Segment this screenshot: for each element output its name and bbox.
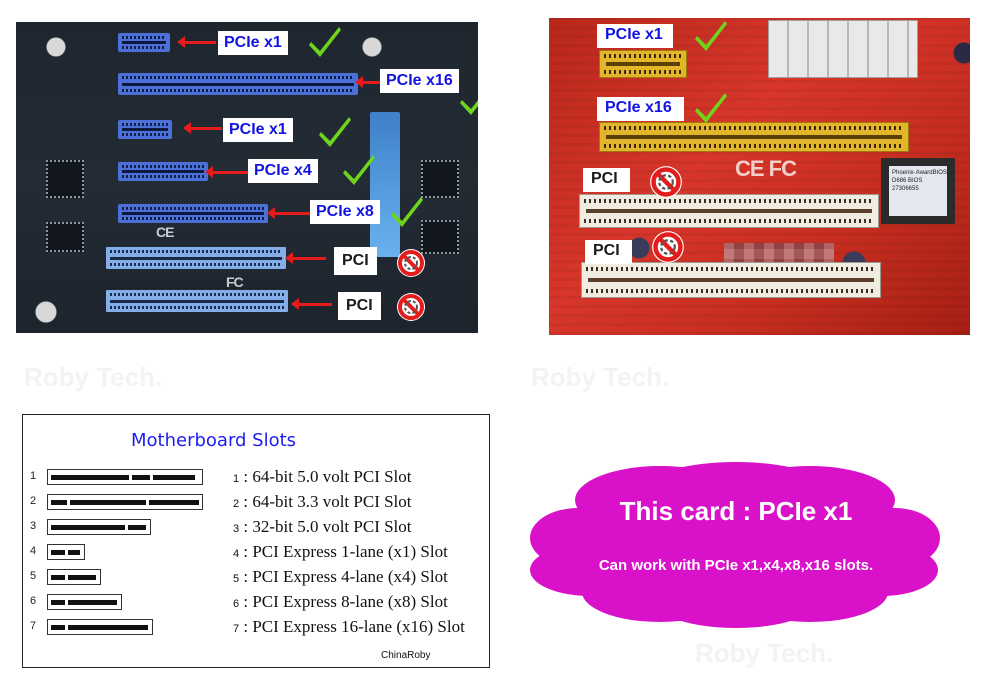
pcie-x4-slot: [118, 162, 208, 181]
slot-label: PCIe x4: [248, 159, 318, 183]
arrow-left-icon: [355, 76, 380, 88]
slot-label: PCIe x8: [310, 200, 380, 224]
watermark: Roby Tech.: [695, 638, 834, 668]
watermark: Roby Tech.: [24, 362, 163, 392]
arrow-left-icon: [285, 252, 326, 264]
prohibited-icon: [652, 231, 684, 263]
slot-shape-pcie-x1: [47, 544, 85, 560]
slot-label: PCIe x1: [218, 31, 288, 55]
slot-row: 7 7 : PCI Express 16-lane (x16) Slot: [23, 617, 489, 637]
bios-label: Phoenix·AwardBIOS D686 BIOS 27306655: [889, 166, 947, 216]
slot-row: 2 2 : 64-bit 3.3 volt PCI Slot: [23, 492, 489, 512]
pci-slot: [579, 194, 879, 228]
chip: [46, 222, 84, 252]
silver-heatsink: [768, 20, 918, 78]
slot-label: PCIe x16: [380, 69, 459, 93]
slot-label: PCI: [583, 168, 630, 192]
check-icon: [319, 117, 351, 147]
blue-heatsink: [370, 112, 400, 257]
callout-title: This card : PCIe x1: [619, 496, 853, 526]
check-icon: [460, 100, 478, 115]
slot-row: 1 1 : 64-bit 5.0 volt PCI Slot: [23, 467, 489, 487]
slot-shape-32bit-5v: [47, 519, 151, 535]
slot-shape-64bit-3v: [47, 494, 203, 510]
slot-shape-pcie-x8: [47, 594, 122, 610]
card-info-callout: This card : PCIe x1 Can work with PCIe x…: [530, 458, 942, 630]
pcie-x1-slot: [118, 33, 170, 52]
prohibited-icon: [397, 293, 425, 321]
prohibited-icon: [397, 249, 425, 277]
slot-description: 7 : PCI Express 16-lane (x16) Slot: [233, 617, 465, 636]
ce-fc-mark: CE FC: [735, 156, 797, 181]
check-icon: [309, 27, 341, 57]
ce-mark: CE: [156, 224, 174, 240]
diagram-credit: ChinaRoby: [381, 650, 431, 661]
arrow-left-icon: [291, 298, 332, 310]
slot-shape-64bit-5v: [47, 469, 203, 485]
slot-shape-pcie-x4: [47, 569, 101, 585]
slot-description: 5 : PCI Express 4-lane (x4) Slot: [233, 567, 448, 586]
slot-description: 1 : 64-bit 5.0 volt PCI Slot: [233, 467, 412, 486]
slot-description: 3 : 32-bit 5.0 volt PCI Slot: [233, 517, 412, 536]
pcie-x16-slot: [118, 73, 358, 95]
pci-slot: [581, 262, 881, 298]
pci-slot: [106, 247, 286, 269]
chip: [46, 160, 84, 198]
check-icon: [343, 155, 375, 185]
slot-row: 4 4 : PCI Express 1-lane (x1) Slot: [23, 542, 489, 562]
check-icon: [391, 197, 423, 227]
row-number: 4: [30, 545, 37, 557]
check-icon: [695, 93, 727, 123]
slot-row: 6 6 : PCI Express 8-lane (x8) Slot: [23, 592, 489, 612]
slot-shape-pcie-x16: [47, 619, 153, 635]
red-motherboard-photo: CE FC Phoenix·AwardBIOS D686 BIOS 273066…: [549, 18, 970, 335]
row-number: 7: [30, 620, 37, 632]
slot-label: PCIe x1: [597, 24, 673, 48]
row-number: 6: [30, 595, 37, 607]
slot-description: 2 : 64-bit 3.3 volt PCI Slot: [233, 492, 412, 511]
bios-chip: Phoenix·AwardBIOS D686 BIOS 27306655: [881, 158, 955, 224]
diagram-title: Motherboard Slots: [131, 430, 297, 451]
arrow-left-icon: [267, 207, 310, 219]
arrow-left-icon: [183, 122, 222, 134]
callout-subtitle: Can work with PCIe x1,x4,x8,x16 slots.: [598, 557, 874, 574]
row-number: 3: [30, 520, 37, 532]
slot-description: 4 : PCI Express 1-lane (x1) Slot: [233, 542, 448, 561]
slot-label: PCIe x16: [597, 97, 684, 121]
pcie-x1-slot: [118, 120, 172, 139]
slot-label: PCIe x1: [223, 118, 293, 142]
pcie-x8-slot: [118, 204, 268, 223]
dark-motherboard-photo: CE FC PCIe x1 PCIe x16 PCIe x1 PCIe x4 P…: [16, 22, 478, 333]
motherboard-slots-diagram: Motherboard Slots 1 1 : 64-bit 5.0 volt …: [22, 414, 490, 668]
watermark: Roby Tech.: [531, 362, 670, 392]
arrow-left-icon: [177, 36, 216, 48]
slot-label: PCI: [585, 240, 632, 264]
cloud-shape: [530, 462, 940, 628]
row-number: 1: [30, 470, 37, 482]
row-number: 2: [30, 495, 37, 507]
pcie-x16-slot: [599, 122, 909, 152]
prohibited-icon: [650, 166, 682, 198]
check-icon: [695, 21, 727, 51]
arrow-left-icon: [205, 166, 252, 178]
chip: [421, 220, 459, 254]
slot-description: 6 : PCI Express 8-lane (x8) Slot: [233, 592, 448, 611]
slot-label: PCI: [338, 292, 381, 320]
slot-row: 5 5 : PCI Express 4-lane (x4) Slot: [23, 567, 489, 587]
fc-mark: FC: [226, 274, 244, 290]
pci-slot: [106, 290, 288, 312]
chip: [421, 160, 459, 198]
pcie-x1-slot: [599, 50, 687, 78]
slot-label: PCI: [334, 247, 377, 275]
slot-row: 3 3 : 32-bit 5.0 volt PCI Slot: [23, 517, 489, 537]
row-number: 5: [30, 570, 37, 582]
